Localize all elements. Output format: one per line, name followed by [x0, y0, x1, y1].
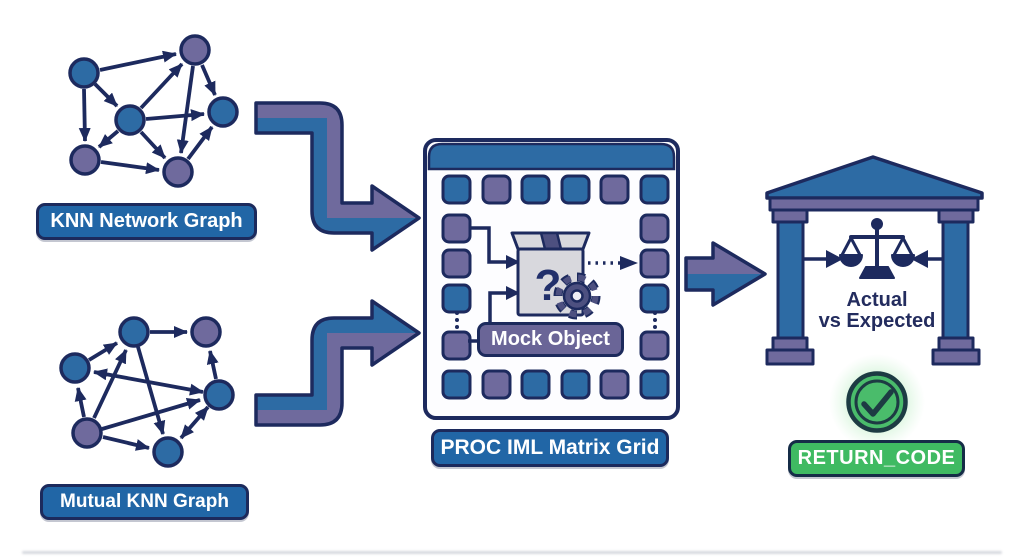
compare-line1: Actual	[846, 289, 908, 311]
matrix-tile	[441, 369, 472, 400]
pediment	[765, 155, 984, 200]
knn-network-graph	[68, 34, 239, 188]
graph-node	[68, 57, 100, 89]
graph-node	[114, 104, 146, 136]
matrix-tile	[639, 248, 670, 279]
graph-node	[179, 34, 211, 66]
matrix-tile	[560, 174, 591, 205]
actual-vs-expected-text: Actual vs Expected	[793, 290, 961, 332]
matrix-tile	[441, 174, 472, 205]
pillar-base	[765, 348, 815, 366]
pillar-base	[931, 348, 981, 366]
proc-iml-caption: PROC IML Matrix Grid	[431, 429, 669, 467]
flow-arrow-bottom	[254, 299, 421, 427]
matrix-tile	[639, 330, 670, 361]
matrix-tile	[441, 330, 472, 361]
knn-graph-nodes	[68, 34, 239, 188]
graph-node	[190, 316, 222, 348]
knn-graph-edges	[78, 50, 217, 175]
matrix-tile	[599, 174, 630, 205]
beam	[768, 196, 980, 212]
graph-node	[162, 156, 194, 188]
matrix-tile	[481, 369, 512, 400]
mutual-knn-graph-label: Mutual KNN Graph	[40, 484, 249, 520]
bottom-edge-line	[22, 551, 1002, 554]
graph-node	[69, 144, 101, 176]
return-code-label: RETURN_CODE	[788, 440, 965, 477]
check-circle-icon	[829, 354, 925, 450]
pillar-base	[771, 336, 809, 352]
matrix-tile	[520, 369, 551, 400]
matrix-tile	[639, 283, 670, 314]
flow-arrow-middle	[684, 241, 767, 307]
compare-line2: vs Expected	[818, 310, 936, 332]
mutual-graph-nodes	[59, 316, 235, 468]
matrix-tiles	[441, 174, 670, 400]
pillar-capital	[937, 208, 975, 224]
graph-node	[203, 379, 235, 411]
matrix-tile	[481, 174, 512, 205]
pillar-shaft	[776, 220, 805, 340]
flow-arrow-top	[254, 101, 421, 252]
matrix-tile	[599, 369, 630, 400]
pillar-capital	[771, 208, 809, 224]
balance-scale-icon	[839, 218, 915, 279]
matrix-grid-window: ?	[423, 138, 680, 420]
matrix-tile	[441, 248, 472, 279]
mutual-graph-edges	[74, 326, 219, 451]
matrix-tile	[441, 283, 472, 314]
matrix-tile	[520, 174, 551, 205]
graph-node	[207, 96, 239, 128]
mutual-knn-graph	[59, 316, 235, 468]
knn-network-graph-label: KNN Network Graph	[36, 203, 257, 240]
mock-connectors	[468, 226, 520, 343]
question-mark: ?	[535, 261, 562, 310]
pillar-base	[937, 336, 975, 352]
pillar-shaft	[941, 220, 970, 340]
ellipsis-icon	[455, 311, 657, 329]
matrix-tile	[441, 213, 472, 244]
matrix-tile	[639, 213, 670, 244]
comparison-arrows	[803, 250, 943, 268]
gear-icon	[553, 272, 601, 320]
matrix-tile	[639, 369, 670, 400]
graph-node	[152, 436, 184, 468]
window-title-bar	[427, 142, 676, 171]
mock-object-label: Mock Object	[477, 322, 624, 357]
courthouse-structure	[765, 155, 984, 366]
graph-node	[59, 352, 91, 384]
graph-node	[118, 316, 150, 348]
dotted-output-arrow	[588, 256, 638, 270]
graph-node	[71, 417, 103, 449]
matrix-tile	[639, 174, 670, 205]
matrix-tile	[560, 369, 591, 400]
